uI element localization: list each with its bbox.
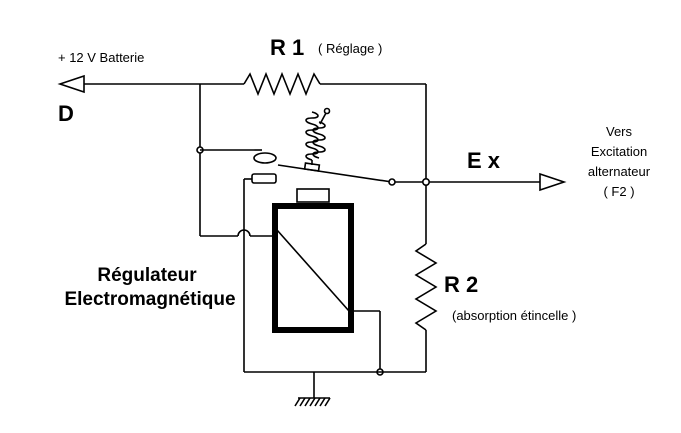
arrow-d-icon [57,74,85,94]
ex-label: E x [467,148,501,173]
regulator-line-1: Régulateur [97,265,197,286]
vers-line-4: ( F2 ) [603,184,634,199]
vers-line-3: alternateur [588,164,651,179]
r2-resistor [414,243,438,331]
armature [277,164,393,183]
coil-body [272,203,354,333]
vers-line-1: Vers [606,124,633,139]
battery-label: + 12 V Batterie [58,50,144,65]
r1-note: ( Réglage ) [318,41,382,56]
node-ex [421,178,430,187]
magnet-top-tab [296,188,330,203]
r2-label: R 2 [444,272,478,297]
d-label: D [58,101,74,126]
regulator-line-2: Electromagnétique [64,289,235,310]
arrow-ex-icon [539,172,567,192]
coil-diagonal [276,229,350,312]
node-armature [388,178,396,186]
ground-icon [294,372,331,407]
lower-contact [251,173,277,184]
r1-resistor [243,71,321,97]
vers-line-2: Excitation [591,144,647,159]
upper-contact [253,152,277,164]
spring-icon [305,107,331,165]
crossover-hop [237,229,251,237]
r2-note: (absorption étincelle ) [452,308,576,323]
r1-label: R 1 [270,35,304,60]
